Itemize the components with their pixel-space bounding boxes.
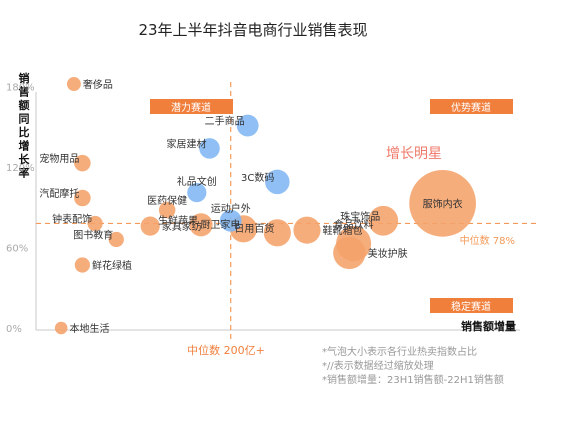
bubble-label-21: 本地生活 (69, 322, 109, 335)
bubble-label-9: 运动户外 (211, 202, 251, 215)
quadrant-label-advantage: 优势赛道 (451, 101, 491, 114)
bubble-2 (199, 138, 220, 159)
bubble-11 (87, 215, 103, 232)
bubble-15 (293, 216, 321, 244)
bubble-label-3: 宠物用品 (39, 152, 79, 165)
quadrant-badge-potential (150, 99, 233, 114)
bubble-label-18: 食品饮料 (334, 218, 374, 231)
bubble-16 (263, 219, 291, 247)
bubble-label-16: 日用百货 (234, 222, 274, 235)
quadrant-label-potential: 潜力赛道 (171, 101, 211, 114)
bubble-label-2: 家居建材 (167, 137, 207, 150)
bubble-19 (74, 257, 91, 273)
bubble-label-4: 3C数码 (241, 171, 274, 184)
bubble-10 (368, 205, 399, 236)
bubble-3 (74, 154, 91, 172)
bubble-8 (158, 201, 176, 219)
bubble-label-13: 厨卫家电 (200, 218, 240, 231)
bubble-label-6: 汽配摩托 (39, 187, 79, 200)
quadrant-badge-stable (430, 298, 513, 313)
bubble-7 (409, 169, 476, 237)
quadrant-badge-advantage (430, 99, 513, 114)
bubble-label-12: 生鲜蔬果 (158, 214, 198, 227)
bubble-4 (265, 169, 290, 195)
note-scaling: *//表示数据经过缩放处理 (322, 359, 434, 372)
bubble-label-17: 图书教育 (73, 229, 113, 242)
bubble-12 (189, 213, 213, 237)
y-tick-label: 180% (6, 83, 35, 94)
bubble-label-1: 二手商品 (205, 115, 245, 128)
bubble-17 (108, 231, 124, 248)
median-y-label: 中位数 78% (460, 234, 515, 247)
median-x-label: 中位数 200亿+ (187, 343, 265, 357)
y-tick-label: 0% (6, 324, 22, 335)
bubble-14 (140, 216, 160, 236)
bubble-0 (66, 77, 81, 91)
bubble-20 (333, 236, 366, 270)
bubble-label-14: 家具家纺 (162, 220, 202, 233)
y-tick-label: 120% (6, 163, 35, 174)
bubble-21 (54, 321, 68, 335)
y-tick-labels: 0% 60% 120% 180% (6, 83, 35, 335)
y-axis-label: 销售额同比增长率 (18, 71, 31, 180)
bubble-label-5: 礼品文创 (177, 175, 217, 188)
bubble-label-11: 钟表配饰 (52, 212, 92, 225)
chart-title: 23年上半年抖音电商行业销售表现 (138, 21, 367, 39)
bubble-label-20: 美妆护肤 (368, 247, 408, 260)
bubble-5 (187, 183, 207, 203)
bubble-1 (236, 114, 259, 137)
bubble-9 (219, 209, 242, 232)
bubble-6 (74, 189, 91, 207)
bubble-label-0: 奢侈品 (83, 78, 113, 91)
bubble-label-7: 服饰内衣 (423, 197, 463, 210)
quadrant-label-stable: 稳定赛道 (451, 300, 491, 313)
bubble-label-15: 鞋靴箱包 (323, 224, 363, 237)
y-tick-label: 60% (6, 244, 28, 255)
bubbles-layer (54, 77, 476, 335)
x-axis-label: 销售额增量 (461, 319, 516, 333)
bubble-label-19: 鲜花绿植 (92, 259, 132, 272)
quadrant-label-star: 增长明星 (386, 146, 442, 162)
bubble-label-8: 医药保健 (147, 194, 187, 207)
note-sales-increment: *销售额增量：23H1销售额-22H1销售额 (322, 373, 504, 386)
note-bubble-size: *气泡大小表示各行业热卖指数占比 (322, 345, 477, 358)
bubble-label-10: 珠宝饰品 (340, 210, 380, 223)
